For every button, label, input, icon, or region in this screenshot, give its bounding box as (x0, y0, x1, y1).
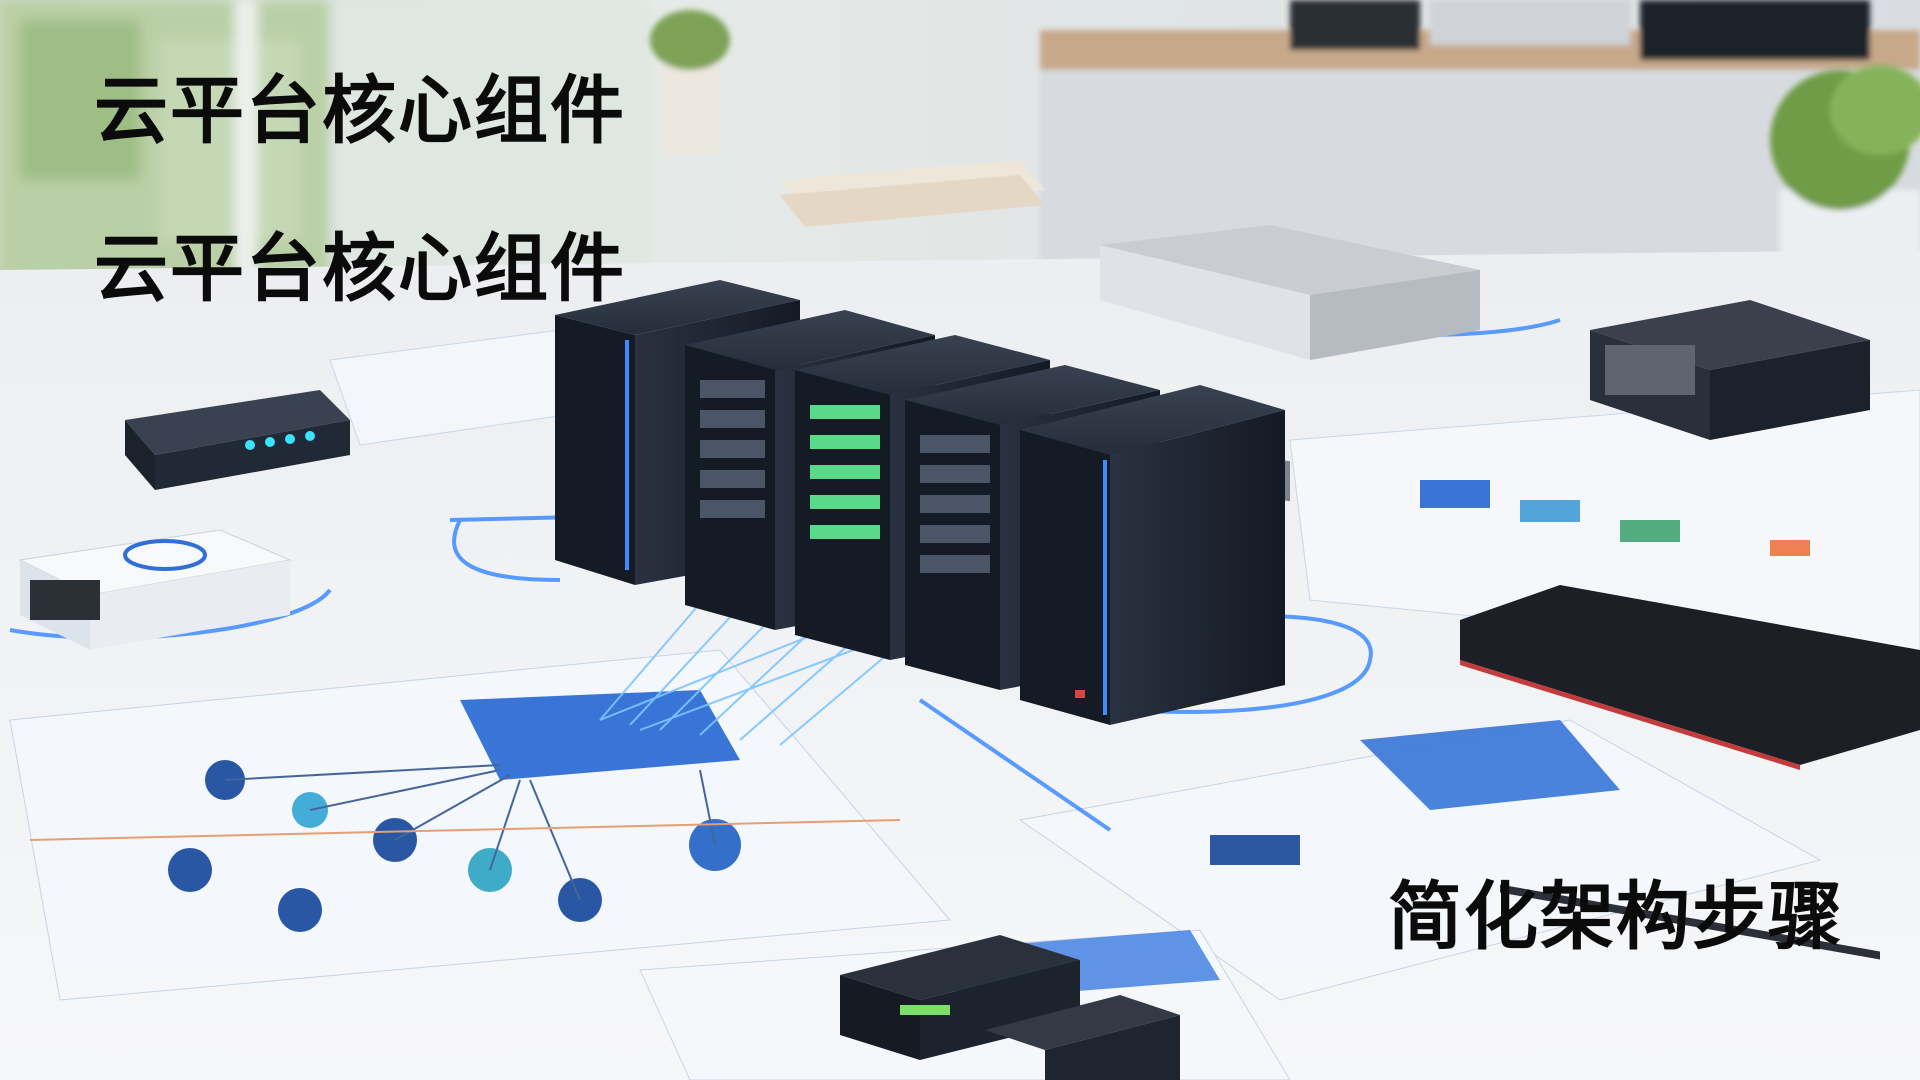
fiber-lines (599, 579, 961, 746)
dark-appliance (1590, 300, 1870, 440)
plant-top (650, 10, 730, 155)
keyboard (1460, 585, 1920, 960)
caption-top-2: 云平台核心组件 (94, 226, 626, 312)
books (780, 160, 1045, 227)
caption-top-1: 云平台核心组件 (94, 68, 626, 154)
window (0, 0, 650, 330)
cloud-box (18, 529, 292, 650)
server-towers (555, 280, 1285, 725)
router-bottom (840, 935, 1180, 1080)
router-small (125, 390, 350, 490)
caption-bottom-right: 简化架构步骤 (1388, 874, 1844, 960)
